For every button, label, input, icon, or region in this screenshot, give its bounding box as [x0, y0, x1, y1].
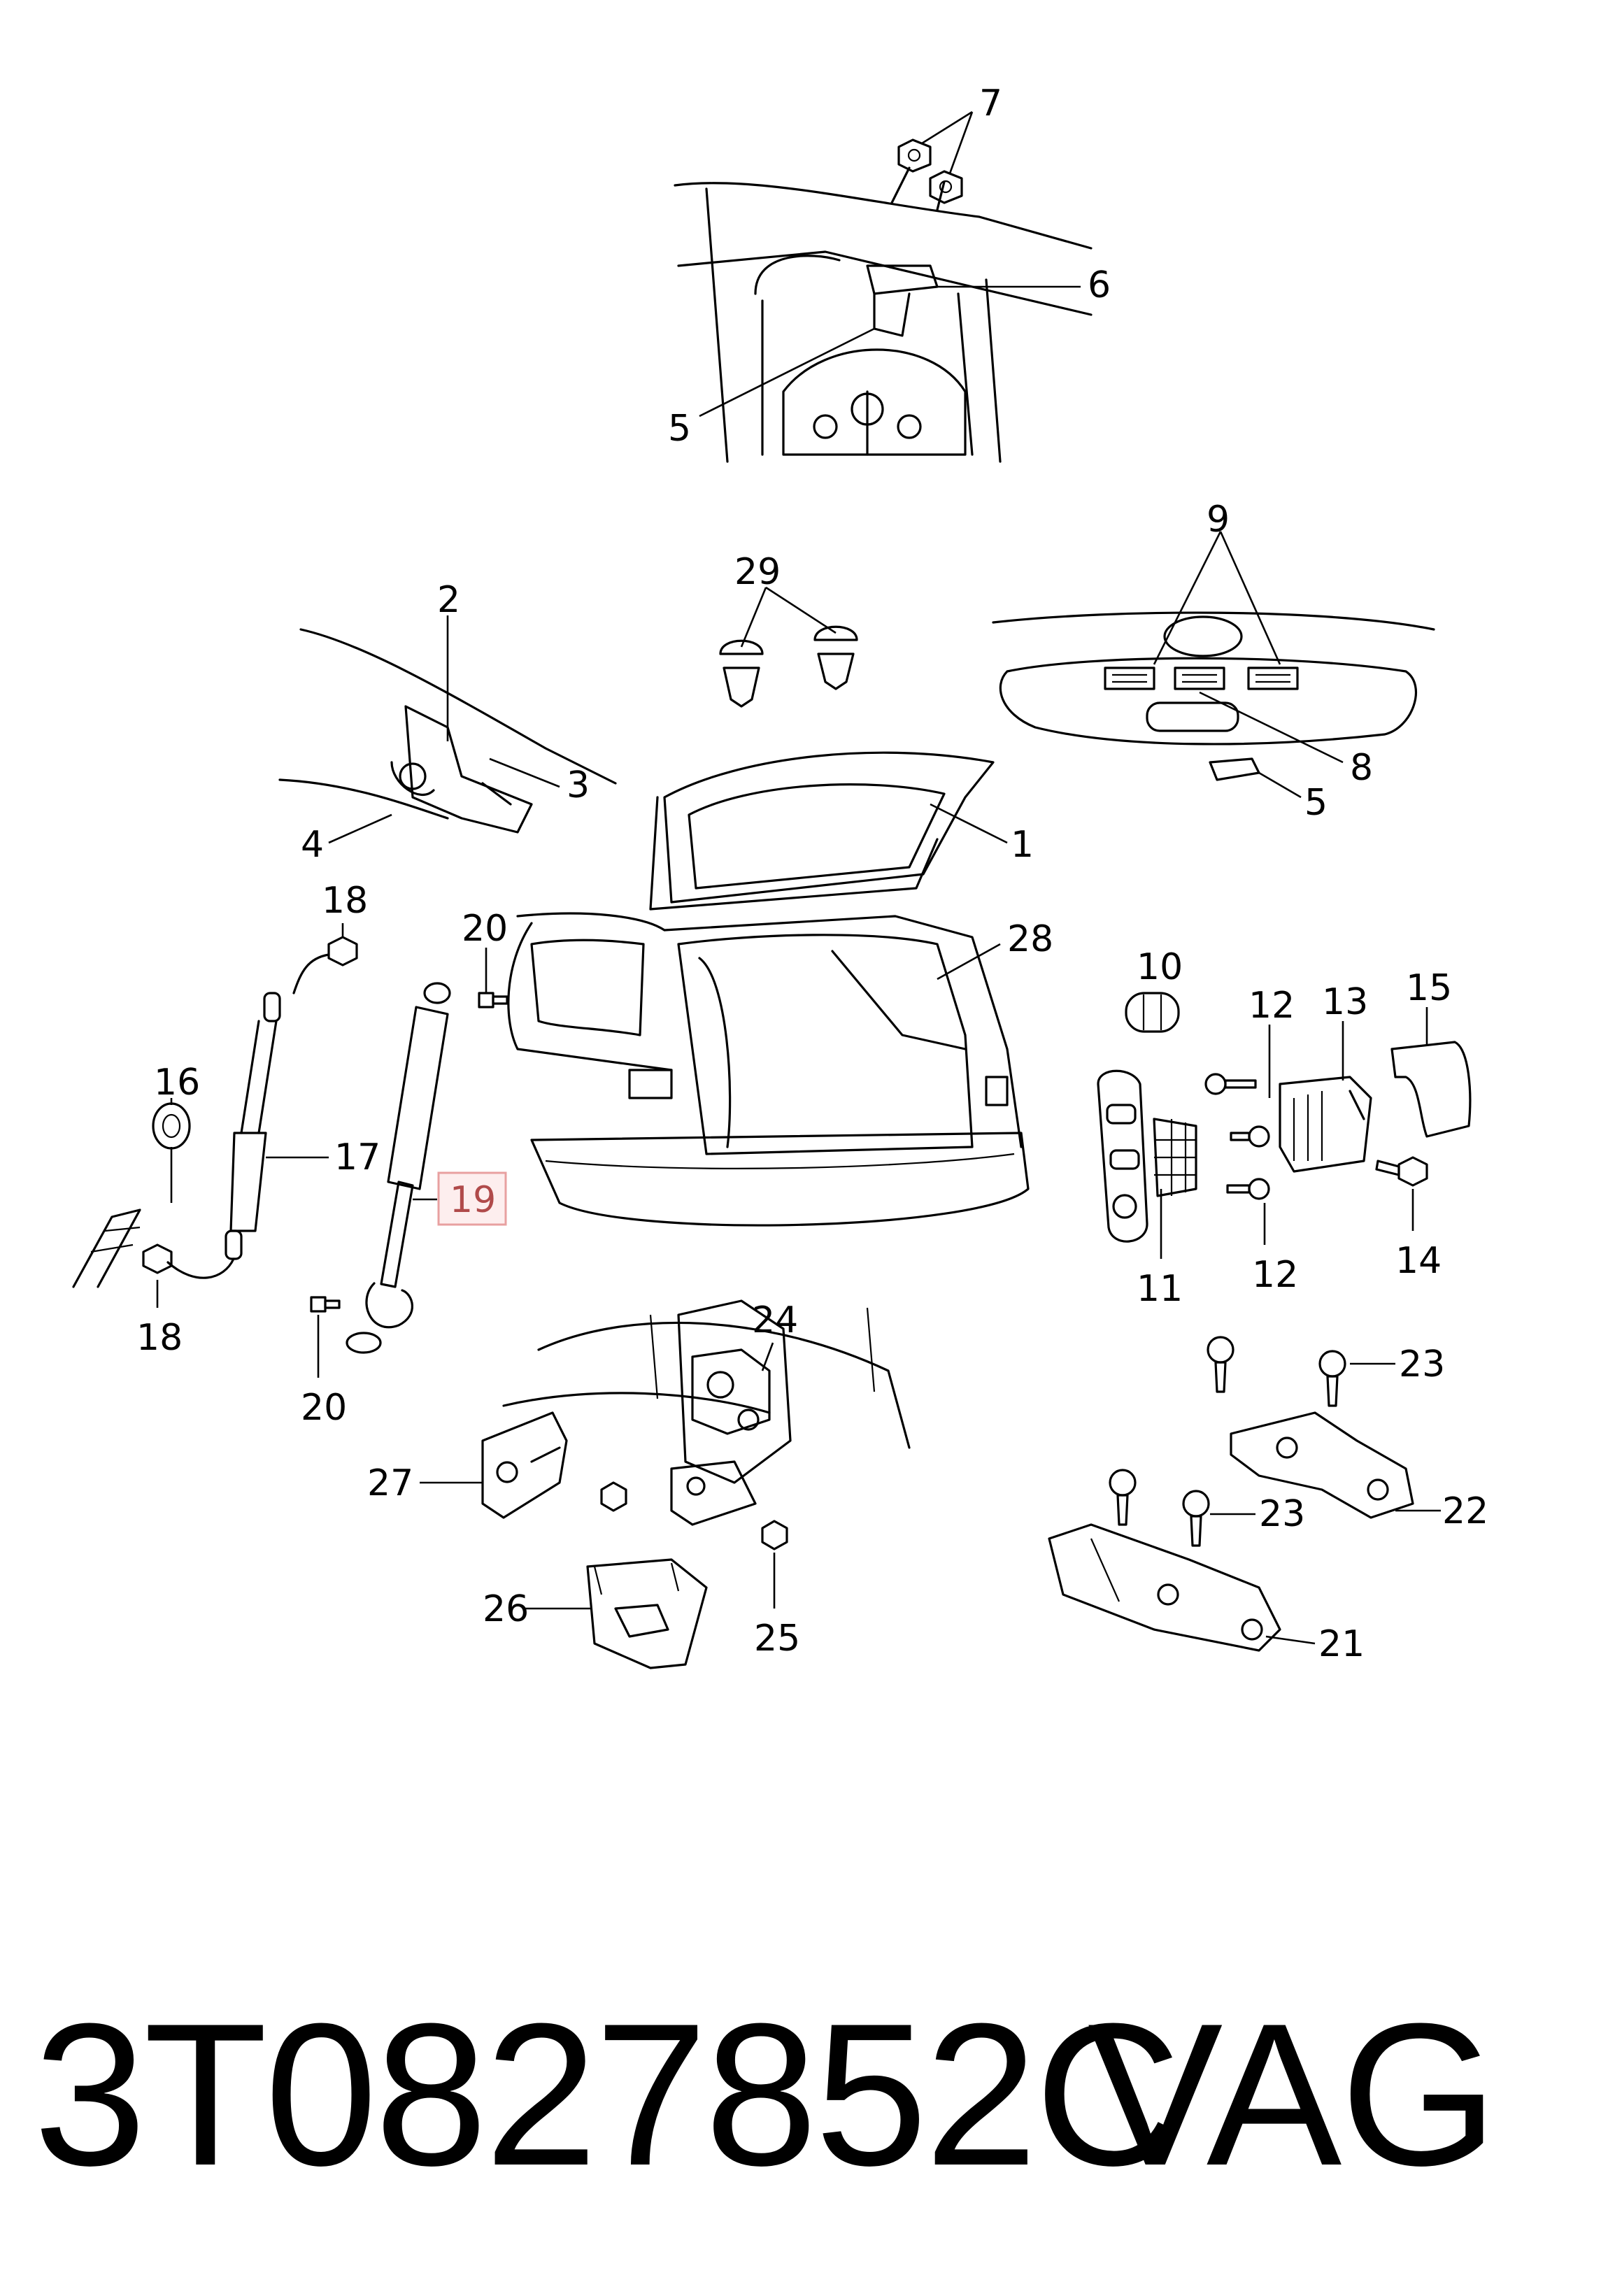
callout-12-bottom: 12 [1252, 1254, 1298, 1296]
nut-icon [600, 1481, 627, 1512]
nut-icon [929, 170, 963, 204]
clip-icon [813, 625, 858, 690]
nut-icon [897, 138, 932, 173]
callout-21: 21 [1318, 1623, 1365, 1665]
callout-10: 10 [1137, 946, 1183, 988]
footer: 3T0827852C VAG [0, 1979, 1608, 2210]
callout-28: 28 [1007, 918, 1053, 960]
brand-name: VAG [1088, 1981, 1498, 2208]
callout-12-top: 12 [1248, 985, 1295, 1027]
bolt-icon [1375, 1156, 1428, 1187]
exploded-parts-diagram: 7 6 5 2 3 4 29 9 8 5 [72, 83, 1488, 1669]
callout-27: 27 [367, 1462, 413, 1504]
handle-strip-part [992, 611, 1435, 781]
callout-1: 1 [1011, 824, 1034, 866]
callout-22: 22 [1442, 1490, 1488, 1532]
screw-icon [1109, 1469, 1137, 1526]
callout-8: 8 [1350, 747, 1373, 789]
callout-5-top: 5 [668, 408, 691, 450]
callout-17: 17 [334, 1136, 380, 1178]
bracket-27-part [481, 1411, 568, 1519]
callout-15: 15 [1406, 967, 1452, 1009]
pin-icon [478, 992, 508, 1008]
tailgate-hinge-part [278, 628, 617, 834]
cover-26-part [586, 1558, 708, 1669]
callout-3: 3 [567, 764, 590, 806]
callout-7: 7 [979, 83, 1002, 124]
gas-strut-part [346, 982, 451, 1354]
hinge-bracket-21-part [1048, 1523, 1281, 1652]
callout-20-bottom: 20 [301, 1387, 347, 1429]
callout-2: 2 [437, 579, 460, 621]
callout-9: 9 [1207, 499, 1230, 541]
callout-11: 11 [1137, 1268, 1183, 1310]
body-panel-left [72, 1208, 141, 1288]
lock-mechanism-part [670, 1299, 792, 1526]
screw-icon [1318, 1350, 1346, 1407]
callout-13: 13 [1322, 981, 1368, 1023]
callout-4: 4 [301, 824, 324, 866]
screw-icon [1230, 1125, 1270, 1148]
screw-icon [1207, 1336, 1235, 1393]
callout-26: 26 [483, 1588, 529, 1630]
callout-29: 29 [734, 551, 781, 593]
cable-stay-part [166, 953, 330, 1279]
lock-area-panel [502, 1307, 911, 1449]
bumper-stop-bracket [1097, 1069, 1197, 1243]
callout-16: 16 [154, 1062, 200, 1104]
clip-icon [719, 639, 764, 708]
callout-14: 14 [1395, 1240, 1442, 1282]
hinge-mount-detail [674, 166, 1093, 463]
callout-24: 24 [752, 1299, 798, 1341]
callout-23-top: 23 [1399, 1343, 1445, 1385]
callout-23-bottom: 23 [1259, 1493, 1305, 1535]
callout-18-top: 18 [322, 880, 368, 922]
buffer-icon [1125, 992, 1180, 1033]
screw-icon [1226, 1178, 1270, 1200]
hinge-bracket-22-part [1230, 1411, 1414, 1519]
grommet-icon [152, 1102, 191, 1150]
callout-19: 19 [450, 1179, 496, 1221]
bolt-icon [142, 1243, 173, 1274]
part-number: 3T0827852C [34, 1981, 1181, 2208]
callout-5-right: 5 [1304, 782, 1328, 824]
striker-part [1279, 1076, 1372, 1173]
screw-icon [1204, 1073, 1257, 1095]
bolt-icon [327, 936, 358, 967]
callout-6: 6 [1088, 264, 1111, 306]
cover-cap-part [1390, 1041, 1472, 1138]
vehicle-rear-view [507, 751, 1030, 1227]
nut-icon [761, 1520, 788, 1550]
callout-18-bottom: 18 [136, 1317, 183, 1359]
screw-icon [1182, 1490, 1210, 1547]
callout-25: 25 [754, 1618, 800, 1660]
callout-19-highlight-box [437, 1171, 507, 1226]
pin-icon [310, 1296, 341, 1313]
callout-20-top: 20 [462, 908, 508, 950]
